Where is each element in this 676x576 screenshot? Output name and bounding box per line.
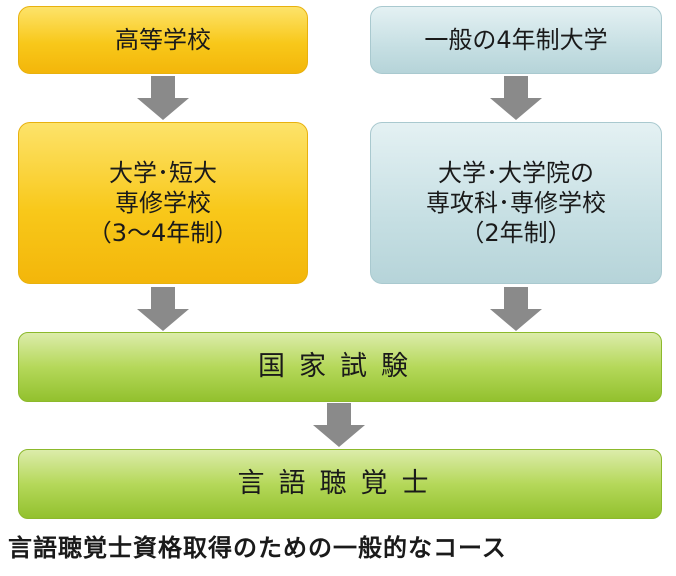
course-line-1: 大学･大学院の xyxy=(438,159,594,187)
course-line-3: （2年制） xyxy=(460,219,572,247)
four-year-university-label: 一般の4年制大学 xyxy=(424,26,608,54)
speech-therapist-label: 言語聴覚士 xyxy=(237,468,443,499)
high-school-label: 高等学校 xyxy=(115,26,211,54)
national-exam-label: 国家試験 xyxy=(258,351,422,382)
school-line-2: 専修学校 xyxy=(115,189,211,217)
speech-therapist-box: 言語聴覚士 xyxy=(18,449,662,519)
course-line-2: 専攻科･専修学校 xyxy=(426,189,606,217)
graduate-course-box: 大学･大学院の 専攻科･専修学校 （2年制） xyxy=(370,122,662,284)
university-college-box: 大学･短大 専修学校 （3～4年制） xyxy=(18,122,308,284)
school-line-3: （3～4年制） xyxy=(87,219,239,247)
diagram-caption: 言語聴覚士資格取得のための一般的なコース xyxy=(8,534,507,562)
four-year-university-box: 一般の4年制大学 xyxy=(370,6,662,74)
national-exam-box: 国家試験 xyxy=(18,332,662,402)
arrow-down-icon xyxy=(490,76,542,120)
arrow-down-icon xyxy=(137,76,189,120)
arrow-down-icon xyxy=(490,287,542,331)
arrow-down-icon xyxy=(137,287,189,331)
school-line-1: 大学･短大 xyxy=(109,159,217,187)
high-school-box: 高等学校 xyxy=(18,6,308,74)
arrow-down-icon xyxy=(313,403,365,447)
